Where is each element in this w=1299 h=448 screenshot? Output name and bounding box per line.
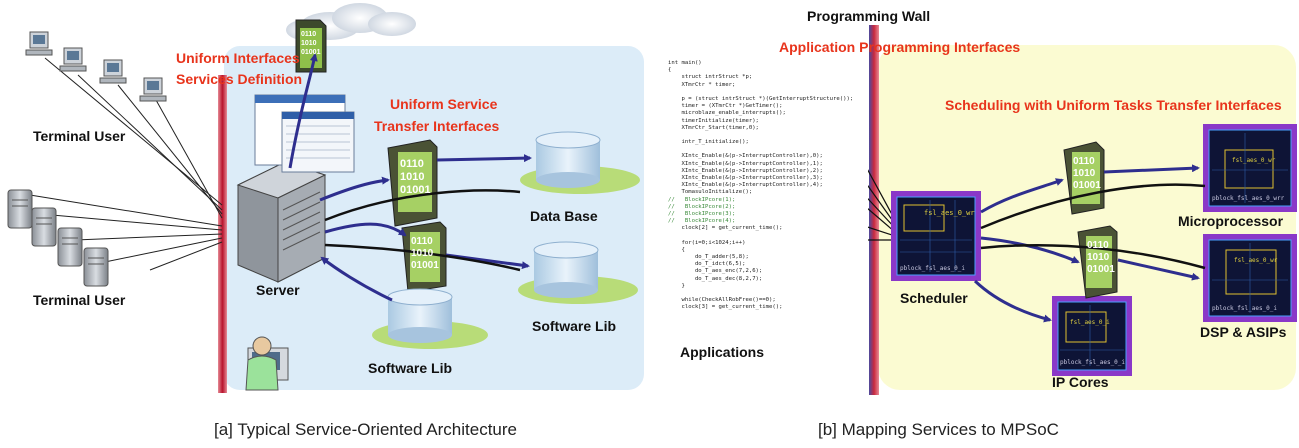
- code-line: do_T_idct(6,5);: [668, 261, 746, 268]
- code-line: [668, 146, 868, 153]
- services-definition-label: Services Definition: [176, 71, 303, 87]
- code-line: // BlockIPcore(3);: [668, 210, 736, 217]
- code-line: struct intrStruct *p;: [668, 74, 753, 81]
- software-lib-cylinder-right-icon: [518, 241, 638, 304]
- svg-text:pblock_fsl_aes_0_i: pblock_fsl_aes_0_i: [900, 265, 965, 272]
- microprocessor-chip: fsl_aes_0_wr pblock_fsl_aes_0_wrr: [1203, 124, 1297, 212]
- uniform-interfaces-label: Uniform Interfaces: [176, 50, 300, 66]
- task-transfer-arrows: [973, 164, 1206, 323]
- code-line: timerInitialize(timer);: [668, 117, 759, 124]
- dsp-asips-chip: fsl_aes_0_wr pblock_fsl_aes_0_i: [1203, 234, 1297, 322]
- code-line: [668, 89, 868, 96]
- database-cylinder-icon: [520, 131, 640, 194]
- caption-b: [b] Mapping Services to MPSoC: [818, 420, 1059, 439]
- uniform-service-label: Uniform Service: [390, 96, 498, 112]
- svg-text:pblock_fsl_aes_0_wrr: pblock_fsl_aes_0_wrr: [1212, 195, 1285, 202]
- code-line: {: [668, 246, 685, 253]
- code-line: // BlockIPcore(4);: [668, 218, 736, 225]
- software-lib-bottom-label: Software Lib: [368, 360, 453, 376]
- data-base-label: Data Base: [530, 208, 598, 224]
- scheduler-label: Scheduler: [900, 290, 968, 306]
- svg-text:fsl_aes_0_wr: fsl_aes_0_wr: [924, 209, 975, 217]
- code-line: XIntc_Enable(&(p->InterruptController),4…: [668, 182, 823, 189]
- code-line: XTmrCtr_Start(timer,0);: [668, 124, 759, 131]
- code-line: timer = (XTmrCtr *)GetTimer();: [668, 103, 783, 110]
- caption-a: [a] Typical Service-Oriented Architectur…: [214, 420, 517, 439]
- code-line: microblaze_enable_interrupts();: [668, 110, 786, 117]
- software-lib-right-label: Software Lib: [532, 318, 617, 334]
- code-line: }: [668, 282, 685, 289]
- svg-text:pblock_fsl_aes_0_i: pblock_fsl_aes_0_i: [1212, 305, 1277, 312]
- programming-wall-b: [869, 25, 879, 395]
- task-document-icon: [1063, 141, 1118, 299]
- code-line: [668, 132, 868, 139]
- programming-wall-label: Programming Wall: [807, 8, 931, 24]
- document-icon: [295, 19, 447, 293]
- code-line: [668, 290, 868, 297]
- dsp-asips-label: DSP & ASIPs: [1200, 324, 1287, 340]
- ip-cores-label: IP Cores: [1052, 374, 1109, 390]
- ip-cores-chip: fsl_aes_0_i pblock_fsl_aes_0_i: [1052, 296, 1132, 376]
- code-line: TomasuloInitialize();: [668, 189, 753, 196]
- code-line: intr_T_initialize();: [668, 139, 749, 146]
- binary-text-doc-top: 0110 1010 01001: [301, 31, 321, 56]
- code-line: do_T_aes_enc(7,2,6);: [668, 268, 763, 275]
- svg-text:fsl_aes_0_i: fsl_aes_0_i: [1070, 319, 1110, 326]
- binary-text-doc-db: 0110 1010 01001: [400, 158, 431, 196]
- code-line: for(i=0;i<1024;i++): [668, 239, 746, 246]
- code-line: // BlockIPcore(1);: [668, 196, 736, 203]
- code-line: XIntc_Enable(&(p->InterruptController),1…: [668, 160, 823, 167]
- application-code-listing: int main(){ struct intrStruct *p; XTmrCt…: [668, 60, 868, 318]
- code-line: [668, 233, 868, 240]
- code-line: do_T_adder(5,8);: [668, 254, 749, 261]
- code-line: p = (struct intrStruct *)(GetInterruptSt…: [668, 95, 854, 102]
- service-arrows: [288, 53, 532, 302]
- svg-text:fsl_aes_0_wr: fsl_aes_0_wr: [1232, 157, 1276, 164]
- terminal-computer-icon: [25, 31, 167, 102]
- code-line: XIntc_Enable(&(p->InterruptController),3…: [668, 175, 823, 181]
- panel-a: [7, 3, 644, 393]
- api-label: Application Programming Interfaces: [779, 39, 1021, 55]
- code-line: {: [668, 67, 672, 74]
- code-line: XIntc_Enable(&(p->InterruptController),2…: [668, 167, 823, 174]
- applications-label: Applications: [680, 344, 765, 360]
- panel-b-background: [878, 45, 1296, 390]
- terminal-connection-lines: [29, 57, 223, 271]
- terminal-user-top-label: Terminal User: [33, 128, 126, 144]
- microprocessor-label: Microprocessor: [1178, 213, 1284, 229]
- user-at-computer-icon: [245, 336, 289, 391]
- server-icon: [236, 161, 327, 283]
- terminal-user-bottom-label: Terminal User: [33, 292, 126, 308]
- scheduling-label: Scheduling with Uniform Tasks Transfer I…: [945, 97, 1282, 113]
- svg-text:fsl_aes_0_wr: fsl_aes_0_wr: [1234, 257, 1278, 264]
- terminal-server-icon: [7, 189, 109, 287]
- code-line: clock[3] = get_current_time();: [668, 304, 783, 311]
- server-label: Server: [256, 282, 300, 298]
- transfer-interfaces-label: Transfer Interfaces: [374, 118, 500, 134]
- code-line: clock[2] = get_current_time();: [668, 225, 783, 232]
- code-line: do_T_aes_dec(8,2,7);: [668, 275, 763, 282]
- code-line: XTmrCtr * timer;: [668, 81, 736, 88]
- binary-text-doc-dsp: 0110 1010 01001: [1087, 240, 1115, 275]
- programming-wall-a: [218, 75, 227, 393]
- panel-b: fsl_aes_0_wr pblock_fsl_aes_0_i fsl_aes_…: [845, 25, 1297, 395]
- code-line: int main(): [668, 60, 702, 66]
- binary-text-doc-lib: 0110 1010 01001: [411, 236, 439, 271]
- scheduler-chip: fsl_aes_0_wr pblock_fsl_aes_0_i: [891, 191, 981, 281]
- binary-text-doc-micro: 0110 1010 01001: [1073, 156, 1101, 191]
- svg-text:pblock_fsl_aes_0_i: pblock_fsl_aes_0_i: [1060, 359, 1125, 366]
- code-line: // BlockIPcore(2);: [668, 203, 736, 210]
- code-line: XIntc_Enable(&(p->InterruptController),0…: [668, 153, 823, 160]
- application-windows-icon: [254, 94, 355, 173]
- code-line: while(CheckAllRobFree()==0);: [668, 297, 776, 304]
